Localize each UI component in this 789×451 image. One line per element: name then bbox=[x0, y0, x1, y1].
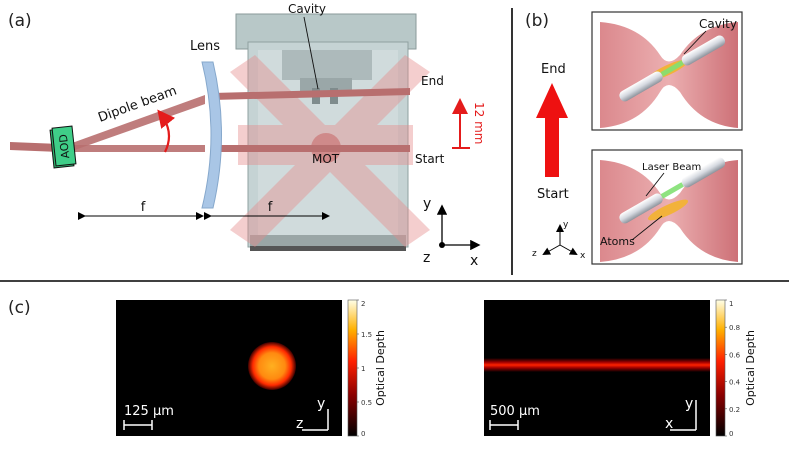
b-axis-x-arrow bbox=[559, 244, 578, 255]
right-colorbar-tick-label: 0.6 bbox=[729, 351, 741, 359]
axis-y-label: y bbox=[423, 196, 431, 212]
b-end-rods bbox=[619, 35, 726, 102]
b-end-box: Cavity bbox=[591, 11, 743, 131]
right-colorbar-tick-label: 0.8 bbox=[729, 324, 740, 332]
c-left-image-group: 125 µm y z 2 1.5 1 0.5 0 Optical Depth bbox=[116, 299, 387, 438]
b-start-atoms bbox=[647, 199, 689, 221]
c-right-axis-horizontal-label: x bbox=[665, 416, 673, 432]
distance-label: 12 mm bbox=[472, 102, 486, 144]
c-left-colorbar-label: Optical Depth bbox=[374, 330, 387, 406]
axis-z-dot bbox=[439, 242, 445, 248]
start-label: Start bbox=[415, 152, 445, 166]
left-colorbar-tick-label: 2 bbox=[361, 300, 365, 308]
b-axis-z-label: z bbox=[532, 249, 537, 259]
c-right-axis-vertical-label: y bbox=[685, 396, 693, 412]
lens bbox=[201, 61, 222, 209]
c-left-image bbox=[116, 300, 342, 436]
chamber-base-plate bbox=[250, 246, 406, 251]
c-right-image-group: 500 µm y x 1 0.8 0.6 0.4 0.2 0 Optical Depth bbox=[484, 299, 757, 438]
panel-a: AOD Lens Dipole beam Cavity End Start MO… bbox=[10, 2, 486, 269]
b-end-rod-left bbox=[619, 71, 663, 102]
b-axis-y-label: y bbox=[563, 220, 569, 230]
panel-label-c: (c) bbox=[8, 298, 31, 318]
b-laser-beam-label: Laser Beam bbox=[642, 162, 701, 173]
b-start-rod-left bbox=[619, 193, 663, 224]
c-left-scale-label: 125 µm bbox=[124, 404, 174, 419]
b-start-cavity-field bbox=[660, 182, 684, 199]
cavity-pointer bbox=[303, 16, 319, 90]
c-right-cloud-line bbox=[484, 358, 710, 372]
b-axis-x-label: x bbox=[580, 251, 586, 261]
right-colorbar-tick-label: 0.2 bbox=[729, 406, 740, 414]
b-start-rod-right bbox=[681, 157, 726, 188]
b-end-label: End bbox=[541, 62, 566, 77]
right-colorbar-tick-label: 1 bbox=[729, 300, 733, 308]
panel-b: End Start y x z Cavity bbox=[532, 11, 743, 265]
axis-x-label: x bbox=[470, 253, 478, 269]
b-atoms-label: Atoms bbox=[600, 235, 635, 248]
end-label: End bbox=[421, 74, 444, 88]
b-cavity-pointer bbox=[683, 30, 707, 55]
c-right-colorbar-ticks: 1 0.8 0.6 0.4 0.2 0 bbox=[725, 299, 741, 438]
lens-label: Lens bbox=[190, 39, 220, 54]
start-beam bbox=[212, 145, 410, 152]
c-left-colorbar-ticks: 2 1.5 1 0.5 0 bbox=[357, 299, 372, 438]
left-colorbar-tick-label: 0.5 bbox=[361, 399, 372, 407]
b-axis-z-arrow bbox=[542, 244, 561, 255]
vacuum-chamber bbox=[235, 13, 417, 251]
c-right-colorbar-label: Optical Depth bbox=[744, 330, 757, 406]
b-up-arrow bbox=[536, 83, 568, 177]
straight-beam bbox=[72, 145, 205, 152]
c-right-colorbar bbox=[715, 299, 726, 437]
panel-c: 125 µm y z 2 1.5 1 0.5 0 Optical Depth 500 µ… bbox=[116, 299, 757, 438]
cavity-mount bbox=[282, 50, 372, 80]
deflection-arrow bbox=[157, 109, 176, 153]
b-laser-beam-pointer bbox=[645, 172, 665, 197]
b-start-box: Laser Beam Atoms bbox=[591, 149, 743, 265]
focal-label-right: f bbox=[268, 200, 273, 215]
left-colorbar-tick-label: 0 bbox=[361, 430, 365, 438]
c-right-scale-label: 500 µm bbox=[490, 404, 540, 419]
b-atoms-pointer bbox=[631, 215, 663, 241]
aod-label: AOD bbox=[57, 134, 72, 160]
panel-label-a: (a) bbox=[8, 11, 32, 31]
input-beam bbox=[10, 142, 60, 152]
right-colorbar-tick-label: 0.4 bbox=[729, 379, 741, 387]
cavity-label: Cavity bbox=[288, 2, 326, 16]
b-start-rods bbox=[619, 157, 726, 224]
panel-label-b: (b) bbox=[525, 11, 549, 31]
right-colorbar-tick-label: 0 bbox=[729, 430, 733, 438]
b-end-rod-right bbox=[681, 35, 726, 66]
dipole-beams bbox=[10, 88, 410, 152]
b-cavity-label: Cavity bbox=[699, 17, 737, 31]
b-start-label: Start bbox=[537, 187, 569, 202]
c-left-axis-vertical-label: y bbox=[317, 396, 325, 412]
c-left-colorbar bbox=[347, 299, 358, 437]
b-end-cavity-field bbox=[660, 60, 684, 77]
end-beam bbox=[212, 88, 410, 100]
left-colorbar-tick-label: 1 bbox=[361, 365, 365, 373]
left-colorbar-tick-label: 1.5 bbox=[361, 331, 372, 339]
aod: AOD bbox=[49, 125, 77, 169]
axis-z-label: z bbox=[423, 250, 430, 266]
c-left-cloud-spot bbox=[248, 342, 296, 390]
mot-label: MOT bbox=[312, 152, 340, 166]
focal-label-left: f bbox=[141, 200, 146, 215]
deflected-beam bbox=[72, 95, 205, 151]
aod-front bbox=[51, 125, 77, 167]
c-left-axis-horizontal-label: z bbox=[296, 416, 303, 432]
